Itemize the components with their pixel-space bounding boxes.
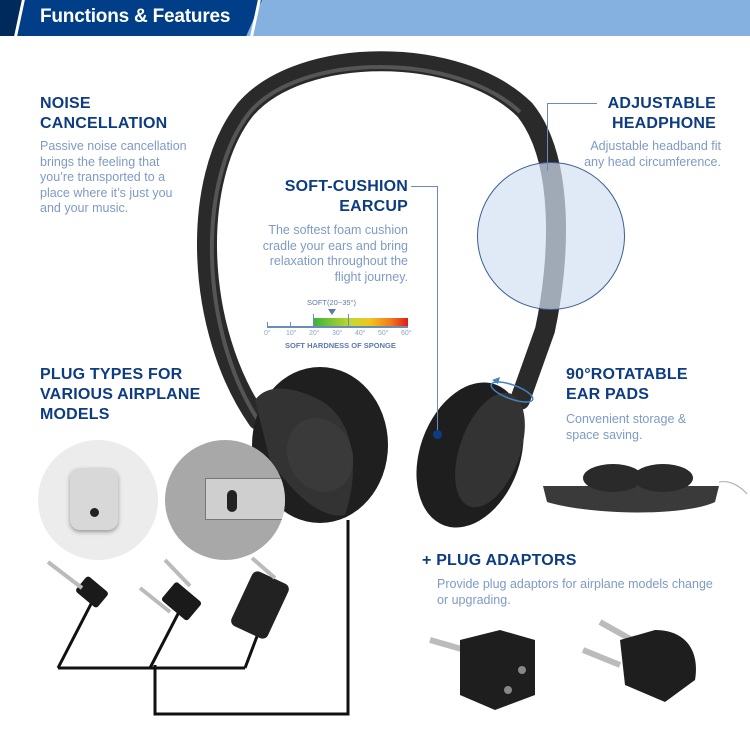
hardness-range-tick [348, 314, 349, 327]
adjustable-headphone-description: Adjustable headband fit any head circumf… [560, 139, 721, 170]
desc-line: and your music. [40, 201, 129, 215]
soft-cushion-description: The softest foam cushion cradle your ear… [240, 223, 408, 285]
title-line: HEADPHONE [611, 115, 716, 132]
cushion-leader-line [437, 186, 438, 434]
desc-line: Provide plug adaptors for airplane model… [437, 577, 713, 591]
title-line: PLUG TYPES FOR [40, 366, 183, 383]
hardness-marker-triangle-icon [328, 309, 336, 315]
title-line: CANCELLATION [40, 115, 168, 132]
noise-cancellation-description: Passive noise cancellation brings the fe… [40, 139, 210, 217]
desc-line: any head circumference. [584, 154, 721, 169]
title-line: SOFT-CUSHION [284, 178, 408, 195]
desc-line: or upgrading. [437, 592, 511, 607]
seat-jack-photo [38, 440, 158, 560]
adjustable-headphone-title: ADJUSTABLE HEADPHONE [570, 94, 716, 134]
hardness-marker-label: SOFT(20~35°) [307, 298, 357, 307]
adjustable-leader-line [547, 103, 548, 171]
plug-types-title: PLUG TYPES FOR VARIOUS AIRPLANE MODELS [40, 365, 201, 425]
adjustable-leader-line [547, 103, 597, 104]
hardness-tick [267, 322, 268, 327]
soft-cushion-title: SOFT-CUSHION EARCUP [250, 177, 408, 217]
rotatable-ear-pads-title: 90°ROTATABLE EAR PADS [566, 365, 688, 405]
desc-line: you’re transported to a [40, 170, 166, 184]
hardness-tick-label: 20° [309, 330, 320, 337]
hardness-tick-label: 0° [264, 330, 271, 337]
hardness-tick [290, 322, 291, 327]
plug-adaptors-image [429, 619, 696, 710]
plug-adaptors-description: Provide plug adaptors for airplane model… [437, 577, 737, 608]
page-title: Functions & Features [40, 6, 231, 27]
jack-hole [90, 508, 99, 517]
header-title-panel [0, 0, 262, 36]
title-line: 90°ROTATABLE [566, 366, 688, 383]
hardness-tick-label: 40° [355, 330, 366, 337]
desc-line: Adjustable headband fit [590, 139, 721, 153]
rotatable-ear-pads-description: Convenient storage & space saving. [566, 412, 726, 443]
desc-line: relaxation throughout the [269, 254, 408, 268]
cushion-leader-dot [433, 430, 442, 439]
desc-line: Passive noise cancellation [40, 139, 187, 153]
desc-line: flight journey. [334, 269, 408, 284]
hardness-tick-label: 60° [401, 330, 412, 337]
cushion-leader-line [411, 186, 438, 187]
dual-jack-hole [227, 490, 237, 512]
hardness-tick-label: 10° [286, 330, 297, 337]
title-line: NOISE [40, 95, 91, 112]
desc-line: cradle your ears and bring [262, 238, 408, 253]
title-line: EARCUP [339, 198, 408, 215]
desc-line: The softest foam cushion [268, 223, 408, 237]
desc-line: place where it’s just you [40, 185, 173, 200]
hardness-axis [267, 326, 408, 328]
hardness-tick-label: 30° [332, 330, 343, 337]
noise-cancellation-title: NOISE CANCELLATION [40, 94, 167, 134]
hardness-range-tick [313, 314, 314, 327]
headband-detail-callout [477, 162, 625, 310]
jack-plate [70, 468, 118, 530]
hardness-tick-label: 50° [378, 330, 389, 337]
desc-line: brings the feeling that [40, 154, 160, 169]
hardness-gradient-bar [314, 318, 408, 326]
armrest-jack-photo [165, 440, 285, 560]
desc-line: Convenient storage & [566, 412, 687, 426]
title-line: EAR PADS [566, 386, 650, 403]
title-line: VARIOUS AIRPLANE [40, 386, 201, 403]
title-line: MODELS [40, 406, 110, 423]
desc-line: space saving. [566, 427, 643, 442]
title-line: ADJUSTABLE [607, 95, 716, 112]
armrest-panel [205, 478, 285, 520]
hardness-caption: SOFT HARDNESS OF SPONGE [285, 341, 396, 350]
folded-headphone-image [543, 464, 748, 513]
plug-types-image [46, 556, 320, 716]
plug-adaptors-title: + PLUG ADAPTORS [422, 552, 577, 569]
